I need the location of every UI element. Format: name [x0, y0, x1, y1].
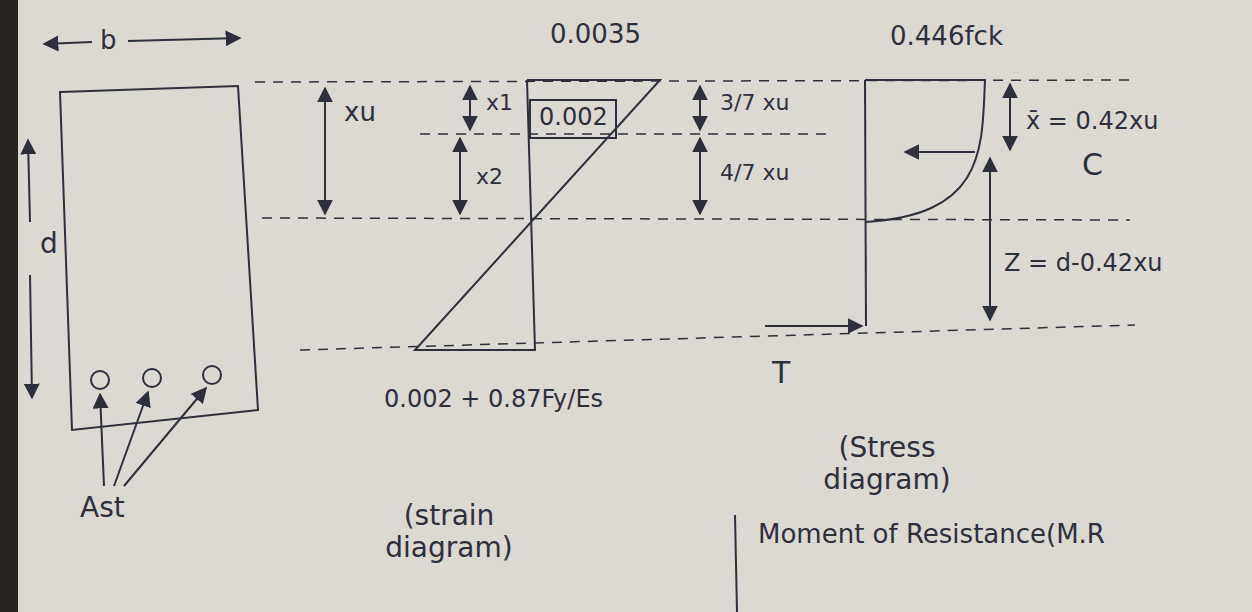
stress-value: 0.446fck [888, 22, 1005, 52]
rebar [203, 366, 221, 384]
width-arrow [44, 42, 92, 44]
dimension-label: xu [342, 98, 378, 128]
leader-line [114, 392, 148, 486]
leader-line [100, 394, 104, 486]
diagram-caption: (strain diagram) [372, 500, 526, 564]
strain-value: 0.002 [537, 104, 610, 132]
dimension-arrow [699, 86, 701, 130]
dimension-arrow [469, 86, 471, 130]
dimension-label: x̄ = 0.42xu [1024, 108, 1160, 136]
strain-value: 0.0035 [548, 20, 643, 50]
stress-axis [865, 80, 866, 326]
reference-line [420, 133, 830, 135]
force-label: C [1080, 148, 1105, 183]
strain-diagram [415, 80, 660, 350]
dimension-arrow [459, 138, 461, 214]
lever-arm-arrow [989, 158, 991, 320]
dimension-label: 3/7 xu [718, 90, 791, 115]
bar-label: Ast [78, 492, 127, 524]
depth-arrow [28, 140, 30, 222]
force-arrow [905, 151, 975, 153]
dimension-label: b [98, 26, 119, 56]
force-label: T [770, 356, 792, 391]
neutral-axis [262, 218, 1130, 220]
lever-arm-label: Z = d-0.42xu [1002, 250, 1165, 278]
dimension-arrow [324, 88, 326, 214]
beam-section [60, 86, 258, 430]
dimension-label: x1 [484, 90, 515, 115]
reference-line [255, 80, 1135, 82]
dimension-arrow [699, 138, 701, 214]
width-arrow [128, 38, 240, 41]
rebar [143, 369, 161, 387]
dimension-label: 4/7 xu [718, 160, 791, 185]
depth-arrow [30, 275, 32, 398]
leader-line [124, 388, 206, 486]
stress-block [865, 80, 985, 222]
rebar [91, 371, 109, 389]
force-arrow [765, 325, 862, 327]
dimension-label: d [38, 228, 60, 260]
dimension-label: x2 [474, 164, 505, 189]
dimension-arrow [1009, 84, 1011, 150]
diagram-caption: (Stress diagram) [790, 432, 984, 496]
page-edge [0, 0, 18, 612]
divider-line [735, 515, 737, 612]
section-heading: Moment of Resistance(M.R [756, 520, 1107, 550]
strain-value: 0.002 + 0.87Fy/Es [382, 386, 605, 414]
strain-box [530, 100, 616, 138]
